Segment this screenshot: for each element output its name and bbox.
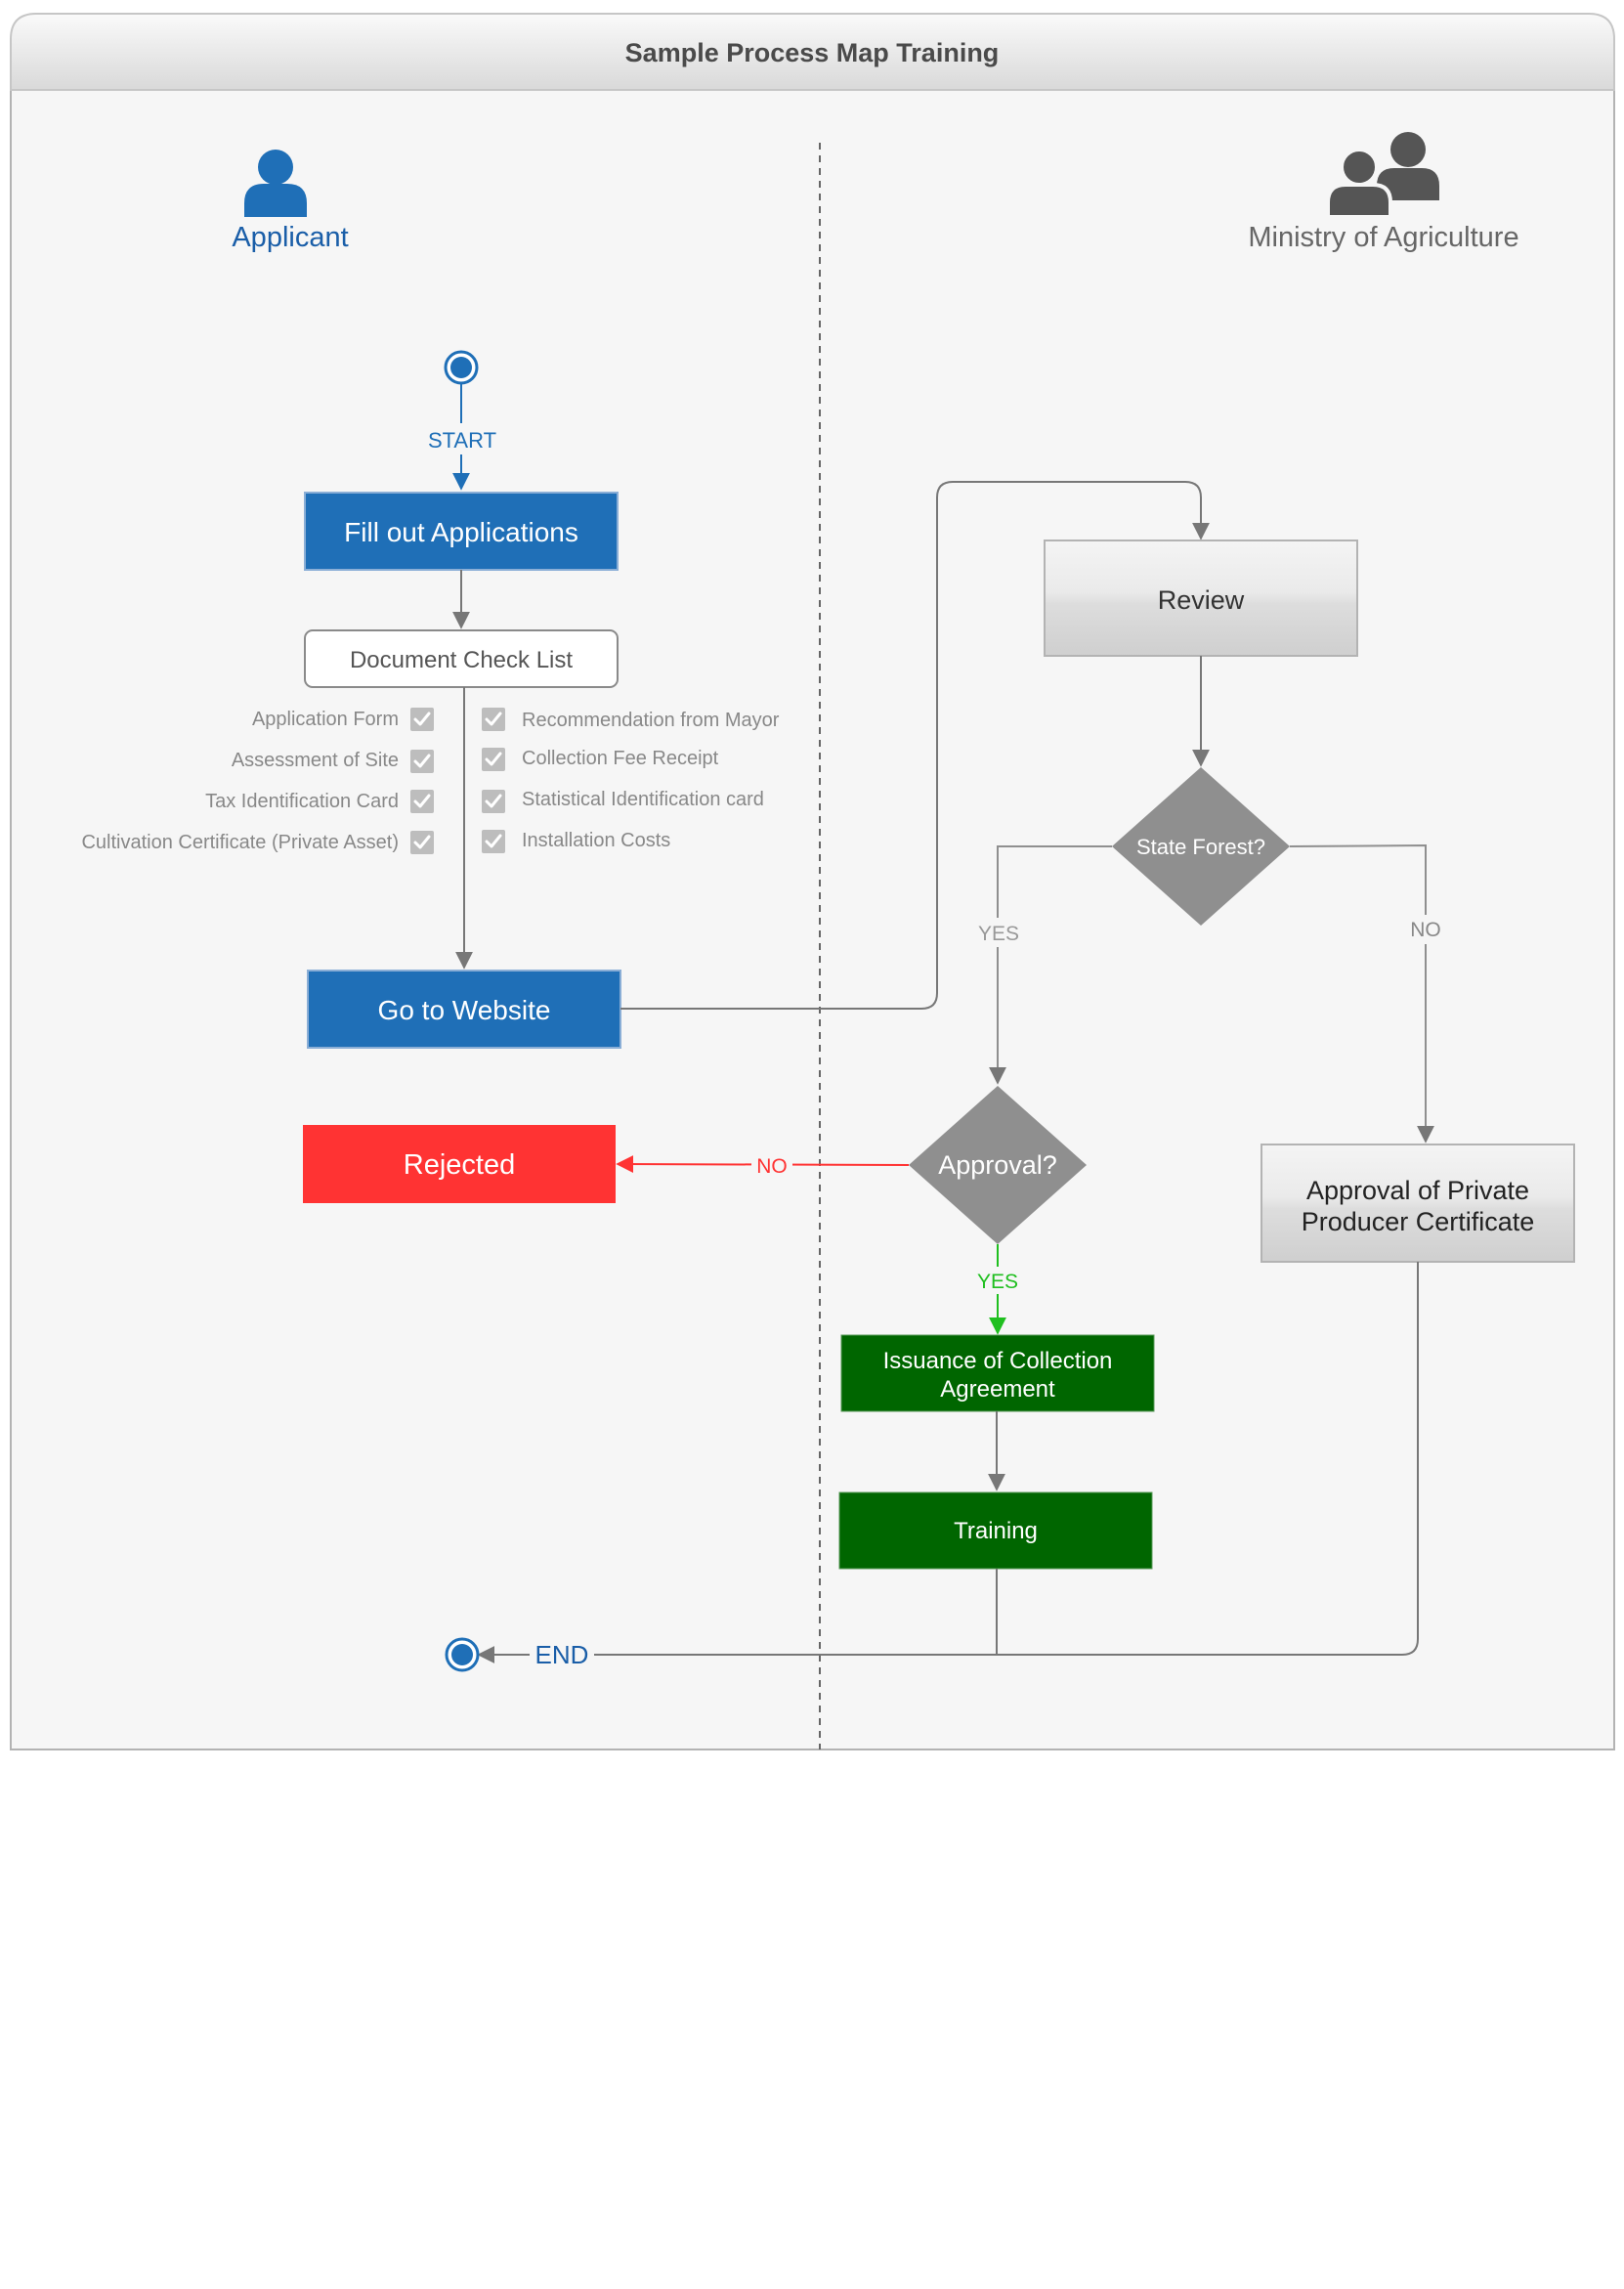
connector-certificate-to-end <box>477 1262 1419 1663</box>
user-icon <box>244 150 307 217</box>
checkbox-icon[interactable] <box>480 828 507 855</box>
state-forest-decision[interactable]: State Forest? <box>1112 767 1290 926</box>
issuance-label-line2: Agreement <box>940 1376 1055 1403</box>
checkbox-icon[interactable] <box>408 706 436 733</box>
issuance-of-collection-agreement-task[interactable]: Issuance of Collection Agreement <box>840 1334 1155 1412</box>
training-label: Training <box>954 1518 1038 1544</box>
users-icon <box>1326 132 1439 219</box>
review-label: Review <box>1158 585 1245 615</box>
state-forest-yes-label: YES <box>978 923 1019 945</box>
start-label: START <box>428 428 496 453</box>
state-forest-no-label: NO <box>1410 919 1441 941</box>
approval-yes-label-bg <box>971 1267 1024 1294</box>
state-no-label-bg <box>1405 915 1446 944</box>
checklist-item-label: Installation Costs <box>522 830 670 851</box>
rejected-label: Rejected <box>404 1149 515 1181</box>
document-check-list-box[interactable]: Document Check List <box>304 629 619 688</box>
checklist-item[interactable]: Application Form <box>252 706 436 733</box>
state-yes-label-bg <box>973 918 1022 947</box>
checklist-item-label: Collection Fee Receipt <box>522 748 719 769</box>
lane-title-applicant: Applicant <box>232 222 348 253</box>
diagram-title: Sample Process Map Training <box>625 38 1000 67</box>
pool-body <box>10 89 1615 1750</box>
checklist-item-label: Cultivation Certificate (Private Asset) <box>81 832 399 853</box>
approval-no-label-bg <box>751 1152 792 1178</box>
start-label-bg <box>420 423 502 454</box>
checkbox-icon[interactable] <box>408 748 436 775</box>
checkbox-icon[interactable] <box>408 829 436 856</box>
fill-out-applications-label: Fill out Applications <box>344 517 578 547</box>
approval-decision[interactable]: Approval? <box>909 1086 1087 1244</box>
pool-header <box>10 13 1615 91</box>
checklist-item[interactable]: Installation Costs <box>480 828 670 855</box>
checklist-item[interactable]: Assessment of Site <box>232 748 436 775</box>
checklist-item[interactable]: Tax Identification Card <box>205 788 436 815</box>
approval-yes-label: YES <box>977 1271 1018 1293</box>
checkbox-icon[interactable] <box>480 788 507 815</box>
checkbox-icon[interactable] <box>408 788 436 815</box>
start-event[interactable] <box>444 350 479 385</box>
checklist-right: Recommendation from Mayor Collection Fee… <box>480 706 780 855</box>
checklist-item[interactable]: Statistical Identification card <box>480 788 764 815</box>
approval-no-label: NO <box>756 1155 788 1178</box>
checklist-item-label: Statistical Identification card <box>522 789 764 810</box>
checklist-item[interactable]: Cultivation Certificate (Private Asset) <box>81 829 436 856</box>
state-forest-label: State Forest? <box>1136 835 1265 859</box>
checklist-item-label: Tax Identification Card <box>205 791 399 812</box>
connector-state-forest-yes <box>989 845 1112 1085</box>
document-check-list-label: Document Check List <box>350 647 573 673</box>
checklist-item-label: Application Form <box>252 709 399 730</box>
end-label-bg <box>530 1640 594 1669</box>
fill-out-applications-task[interactable]: Fill out Applications <box>304 492 619 571</box>
lane-title-ministry: Ministry of Agriculture <box>1248 222 1518 253</box>
checklist-item[interactable]: Collection Fee Receipt <box>480 746 719 773</box>
go-to-website-label: Go to Website <box>378 995 551 1025</box>
rejected-end-state[interactable]: Rejected <box>303 1125 616 1203</box>
review-task[interactable]: Review <box>1044 540 1358 657</box>
checkbox-icon[interactable] <box>480 746 507 773</box>
private-certificate-label-line1: Approval of Private <box>1306 1176 1529 1205</box>
checkbox-icon[interactable] <box>480 706 507 733</box>
end-label: END <box>535 1640 589 1669</box>
checklist-item-label: Recommendation from Mayor <box>522 710 780 731</box>
end-event[interactable] <box>445 1637 480 1672</box>
checklist-left: Application Form Assessment of Site Tax … <box>81 706 436 856</box>
approval-of-private-producer-certificate-task[interactable]: Approval of Private Producer Certificate <box>1261 1144 1575 1263</box>
issuance-label-line1: Issuance of Collection <box>883 1348 1113 1374</box>
private-certificate-label-line2: Producer Certificate <box>1302 1207 1535 1236</box>
checklist-item[interactable]: Recommendation from Mayor <box>480 706 780 733</box>
go-to-website-task[interactable]: Go to Website <box>307 970 621 1049</box>
connector-state-forest-no <box>1289 843 1434 1144</box>
training-task[interactable]: Training <box>838 1491 1153 1570</box>
checklist-item-label: Assessment of Site <box>232 750 399 771</box>
approval-label: Approval? <box>938 1150 1057 1180</box>
connector-website-to-review <box>620 481 1210 1010</box>
